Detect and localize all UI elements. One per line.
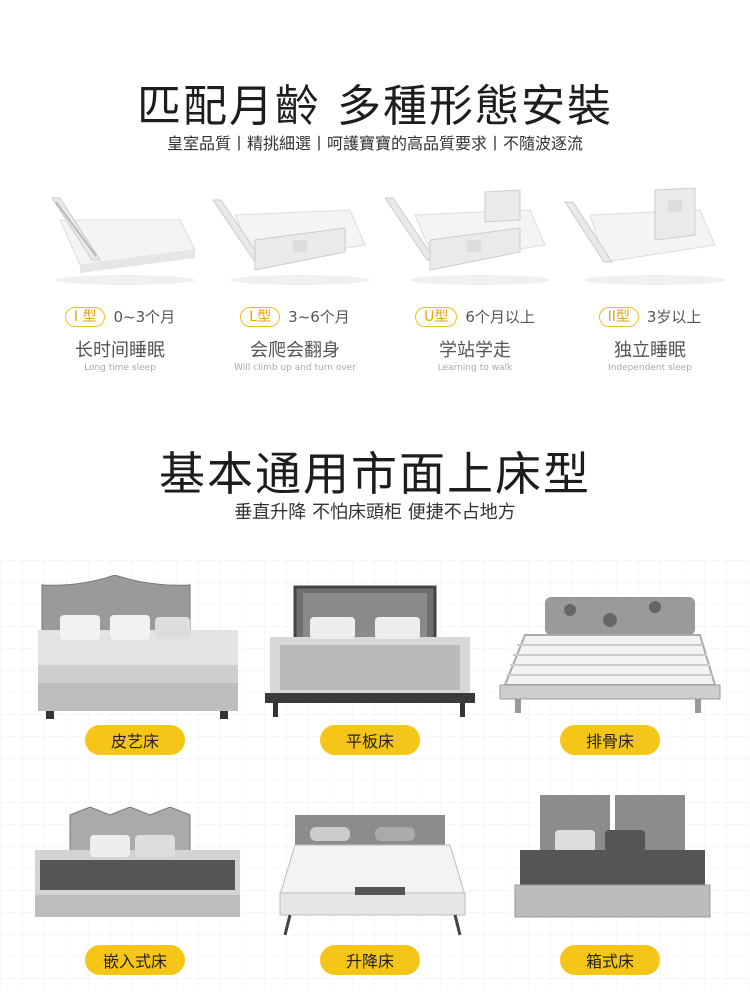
bed-card-leather: 皮艺床 <box>20 575 250 755</box>
rail-label: 会爬会翻身 <box>250 340 340 361</box>
rail-type-i: I 型 0~3个月 长时间睡眠 Long time sleep <box>30 180 210 373</box>
rail-i-image <box>30 180 210 290</box>
bed-leather-image <box>38 575 238 719</box>
rail-u-image <box>385 180 565 290</box>
bed-embedded-image <box>35 806 240 917</box>
section-subtitle-features: 垂直升降 不怕床頭柜 便捷不占地方 <box>234 502 516 523</box>
bed-type-label: 平板床 <box>320 725 420 755</box>
rail-label-en: Will climb up and turn over <box>234 363 356 373</box>
rail-l-image <box>205 180 385 290</box>
rail-label-en: Learning to walk <box>437 363 513 373</box>
rail-type-badge: U型 <box>415 306 458 327</box>
rail-type-l: L型 3~6个月 会爬会翻身 Will climb up and turn ove… <box>205 180 385 373</box>
rail-type-badge: L型 <box>240 306 281 327</box>
bed-card-flat: 平板床 <box>255 575 485 755</box>
bed-card-slat: 排骨床 <box>495 575 725 755</box>
bed-card-embedded: 嵌入式床 <box>20 795 250 975</box>
rail-label-en: Long time sleep <box>84 363 156 373</box>
section-subtitle-quality: 皇室品質丨精挑細選丨呵護寶寶的高品質要求丨不隨波逐流 <box>166 134 583 153</box>
bed-box-image <box>514 795 711 918</box>
bed-card-lift: 升降床 <box>255 795 485 975</box>
bed-slat-image <box>499 597 721 713</box>
bed-lift-image <box>279 815 466 936</box>
rail-label: 学站学走 <box>439 340 511 361</box>
section-title-bed-types: 基本通用市面上床型 <box>159 447 591 501</box>
rail-age: 3岁以上 <box>646 308 702 326</box>
rail-type-badge: II型 <box>598 306 639 327</box>
bed-flat-image <box>265 585 475 717</box>
rail-ii-image <box>560 180 740 290</box>
bed-type-label: 排骨床 <box>560 725 660 755</box>
rail-type-u: U型 6个月以上 学站学走 Learning to walk <box>385 180 565 373</box>
bed-type-label: 皮艺床 <box>85 725 185 755</box>
bed-card-box: 箱式床 <box>495 795 725 975</box>
rail-label: 长时间睡眠 <box>75 340 165 361</box>
rail-age: 6个月以上 <box>465 308 535 326</box>
rail-type-badge: I 型 <box>64 306 106 327</box>
bed-type-label: 箱式床 <box>560 945 660 975</box>
rail-label: 独立睡眠 <box>614 340 686 361</box>
section-title-installation: 匹配月齡 多種形態安裝 <box>137 81 613 132</box>
rail-age: 0~3个月 <box>113 308 176 326</box>
rail-age: 3~6个月 <box>288 308 350 326</box>
bed-type-label: 升降床 <box>320 945 420 975</box>
rail-type-ii: II型 3岁以上 独立睡眠 Independent sleep <box>560 180 740 373</box>
rail-label-en: Independent sleep <box>608 363 692 373</box>
bed-type-label: 嵌入式床 <box>85 945 185 975</box>
